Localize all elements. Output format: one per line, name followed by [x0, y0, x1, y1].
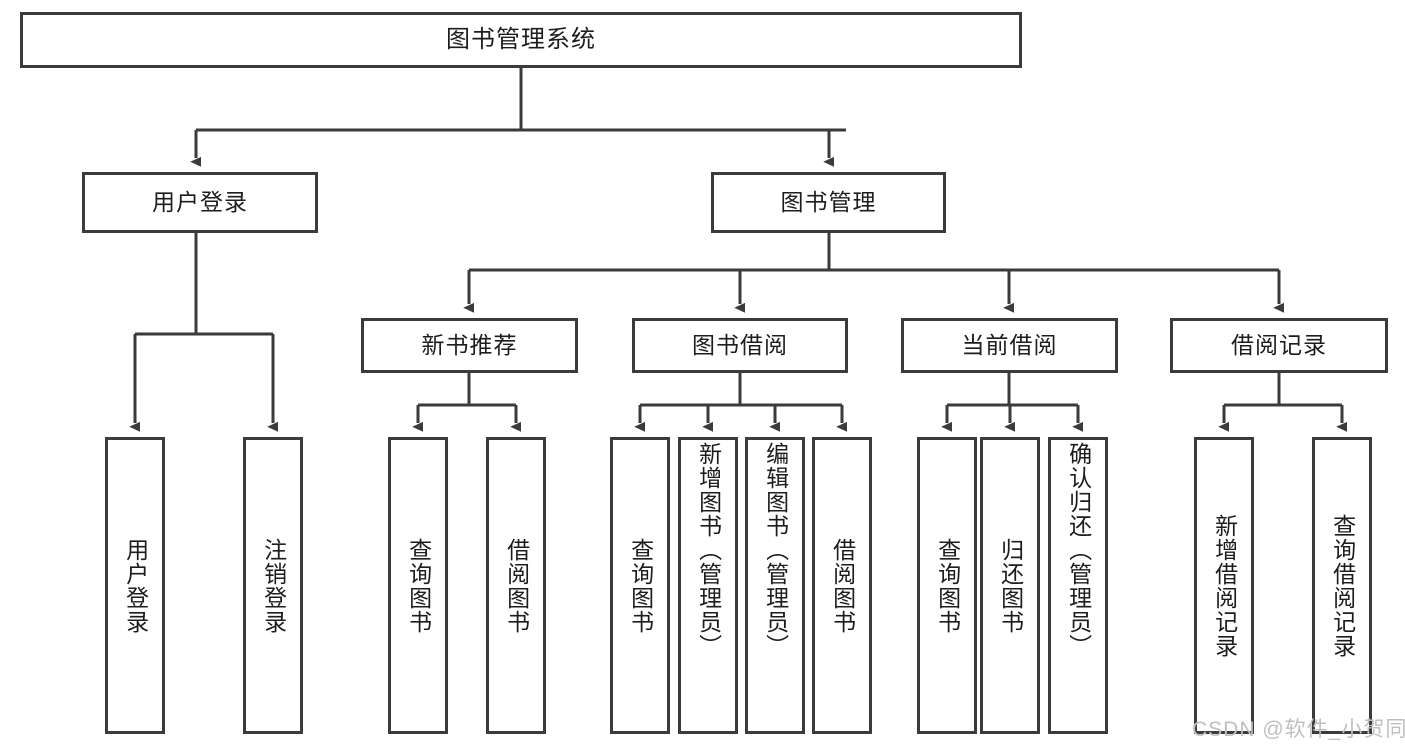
leaf-logout[interactable]: 注销登录	[243, 437, 303, 734]
node-new-book-recommend[interactable]: 新书推荐	[361, 318, 578, 373]
leaf-edit-book-admin[interactable]: 编辑图书（管理员）	[745, 437, 805, 734]
csdn-watermark: CSDN @软件_小贺同学	[1192, 718, 1405, 741]
leaf-user-login[interactable]: 用户登录	[105, 437, 165, 734]
leaf-query-book-new[interactable]: 查询图书	[388, 437, 448, 734]
leaf-return-book[interactable]: 归还图书	[980, 437, 1040, 734]
leaf-add-borrow-record[interactable]: 新增借阅记录	[1194, 437, 1254, 734]
node-user-login[interactable]: 用户登录	[82, 172, 318, 233]
node-book-borrow[interactable]: 图书借阅	[632, 318, 848, 373]
leaf-confirm-return-admin[interactable]: 确认归还（管理员）	[1048, 437, 1108, 734]
leaf-borrow-book[interactable]: 借阅图书	[812, 437, 872, 734]
node-book-management[interactable]: 图书管理	[711, 172, 946, 233]
leaf-query-book-current[interactable]: 查询图书	[917, 437, 977, 734]
leaf-borrow-book-new[interactable]: 借阅图书	[486, 437, 546, 734]
leaf-query-borrow-record[interactable]: 查询借阅记录	[1312, 437, 1372, 734]
leaf-query-book-borrow[interactable]: 查询图书	[610, 437, 670, 734]
node-borrow-records[interactable]: 借阅记录	[1170, 318, 1388, 373]
node-root[interactable]: 图书管理系统	[20, 12, 1022, 68]
leaf-add-book-admin[interactable]: 新增图书（管理员）	[678, 437, 738, 734]
node-current-borrow[interactable]: 当前借阅	[901, 318, 1118, 373]
